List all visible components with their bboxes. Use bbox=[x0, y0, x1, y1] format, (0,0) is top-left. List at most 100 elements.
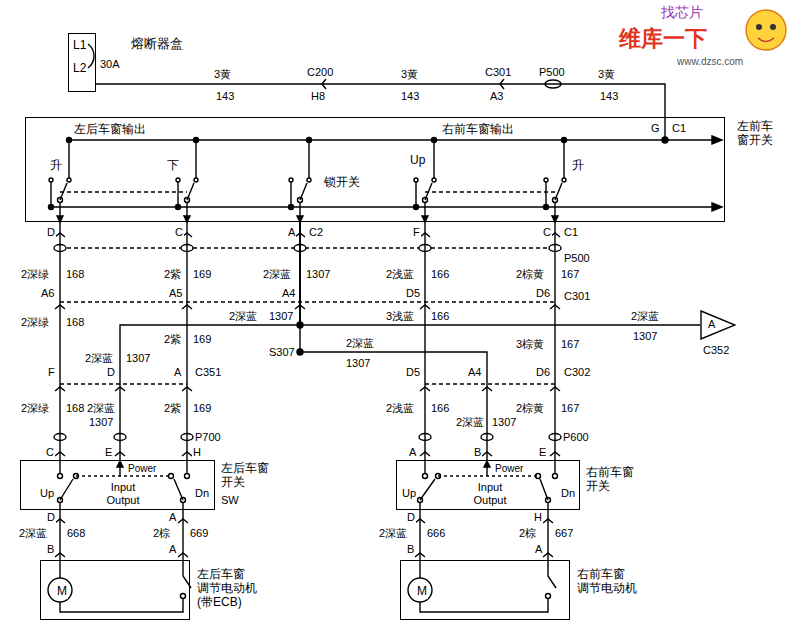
wire-art bbox=[76, 475, 538, 476]
wire-label: A3 bbox=[489, 90, 504, 103]
wire-label: F bbox=[412, 226, 421, 239]
switch-blade bbox=[555, 183, 562, 200]
wire-label: 2深蓝 bbox=[378, 527, 408, 540]
wire-label: 3黄 bbox=[213, 68, 232, 81]
node-text: A bbox=[707, 318, 716, 331]
wire-label: B bbox=[46, 543, 55, 556]
switch-contact bbox=[67, 178, 71, 182]
wire-label: E bbox=[538, 446, 547, 459]
wire-label: B bbox=[406, 543, 415, 556]
wire-label: C bbox=[45, 446, 55, 459]
wire-label: P600 bbox=[562, 431, 590, 444]
node-text: Up bbox=[401, 487, 417, 500]
wire-label: 1307 bbox=[491, 416, 517, 429]
wire-label: C302 bbox=[563, 366, 591, 379]
switch-box: PowerInput Output Up Dn bbox=[396, 460, 580, 510]
wire-label: 3浅蓝 bbox=[385, 310, 415, 323]
wire-label: A bbox=[168, 543, 177, 556]
wire-label: 3黄 bbox=[597, 68, 616, 81]
wire-label: 169 bbox=[192, 333, 212, 346]
wire-label: D5 bbox=[405, 366, 421, 379]
node-text: 右前车窗输出 bbox=[441, 123, 515, 137]
wire-art bbox=[408, 578, 432, 602]
wire-label: 2深蓝 bbox=[18, 527, 48, 540]
triangle-outline bbox=[700, 310, 736, 340]
wire bbox=[419, 510, 420, 560]
wire-label: 1307 bbox=[125, 352, 151, 365]
wire-label: 166 bbox=[430, 268, 450, 281]
wire-label: 右前车窗 调节电动机 bbox=[576, 568, 639, 596]
switch-housing: 左后车窗输出右前车窗输出升下锁开关Up升 bbox=[25, 117, 725, 222]
wire-label: C301 bbox=[484, 66, 512, 79]
wire-label: 2深绿 bbox=[20, 316, 50, 329]
wire-art bbox=[418, 498, 423, 503]
wire-art bbox=[58, 474, 63, 479]
wire-art bbox=[186, 203, 187, 216]
motor-box: M bbox=[400, 560, 570, 620]
wire-art bbox=[60, 248, 555, 384]
wire-label: C351 bbox=[194, 366, 222, 379]
wire-art bbox=[536, 474, 541, 479]
wire-label: 2深蓝 bbox=[84, 352, 114, 365]
wire-label: D bbox=[46, 226, 56, 239]
wire-label: 167 bbox=[560, 338, 580, 351]
wire-label: C2 bbox=[308, 226, 324, 239]
wire-label: 2深蓝 bbox=[630, 310, 660, 323]
wire bbox=[59, 222, 60, 460]
wire-label: 2深蓝 bbox=[262, 268, 292, 281]
wire bbox=[59, 510, 60, 560]
wire-label: 666 bbox=[426, 527, 446, 540]
wire-label: A5 bbox=[168, 287, 183, 300]
wire-art bbox=[48, 578, 72, 602]
switch-blade bbox=[60, 183, 67, 200]
wire-label: 143 bbox=[599, 90, 619, 103]
wire-art bbox=[60, 191, 555, 192]
wire-label: 2棕 bbox=[518, 527, 537, 540]
wire-label: 168 bbox=[65, 316, 85, 329]
switch-contact bbox=[414, 178, 418, 182]
wire-label: 2紫 bbox=[163, 402, 182, 415]
wire-label: G bbox=[650, 122, 661, 135]
wire-art bbox=[74, 474, 79, 479]
wire-label: D bbox=[406, 511, 416, 524]
node-text: M bbox=[56, 585, 68, 599]
wire-art bbox=[712, 203, 722, 211]
node-text: Dn bbox=[560, 487, 576, 500]
wire-art bbox=[59, 560, 60, 578]
node-text: Dn bbox=[194, 487, 210, 500]
switch-blade bbox=[425, 183, 432, 200]
switch-contact bbox=[307, 178, 311, 182]
switch-box: PowerInput OutputUpDn bbox=[20, 460, 215, 510]
wire-label: 3黄 bbox=[400, 68, 419, 81]
watermark: www.dzsc.com bbox=[676, 56, 744, 68]
switch-contact bbox=[289, 178, 293, 182]
node-text: Input Output bbox=[467, 481, 513, 506]
junction-dot bbox=[307, 138, 312, 143]
wire-art bbox=[420, 460, 555, 510]
wire-label: 669 bbox=[189, 527, 209, 540]
wire-art bbox=[746, 10, 786, 50]
wire-label: P500 bbox=[538, 66, 566, 79]
wire-label: 166 bbox=[430, 402, 450, 415]
wire-label: C301 bbox=[563, 290, 591, 303]
wire-label: 168 bbox=[65, 268, 85, 281]
wire-label: 169 bbox=[192, 402, 212, 415]
wire-label: P500 bbox=[563, 252, 591, 265]
wire-label: D bbox=[46, 511, 56, 524]
wire-label: 右前车窗开关 bbox=[585, 466, 637, 494]
wire-art bbox=[424, 203, 425, 216]
wire bbox=[424, 222, 425, 460]
wire-label: D6 bbox=[535, 366, 551, 379]
wire-label: 2深蓝 bbox=[86, 402, 116, 415]
junction-dot bbox=[544, 205, 549, 210]
wire-label: 3棕黄 bbox=[515, 338, 545, 351]
wire-label: B bbox=[473, 446, 482, 459]
wire-label: 左后车窗 调节电动机 (带ECB) bbox=[196, 568, 259, 609]
wire-art bbox=[662, 137, 668, 143]
wire-label: 2浅蓝 bbox=[385, 268, 415, 281]
node-text: Power bbox=[494, 463, 524, 475]
wire-label: 2深蓝 bbox=[228, 310, 258, 323]
wire-label: A bbox=[408, 446, 417, 459]
wire-art bbox=[546, 140, 564, 207]
triangle-outline bbox=[701, 311, 735, 339]
